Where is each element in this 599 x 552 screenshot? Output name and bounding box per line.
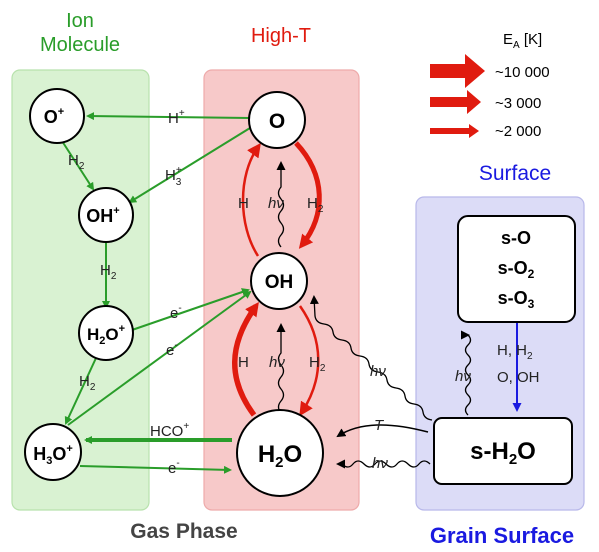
- label-hv-surface-h2o: hν: [372, 455, 388, 472]
- thermal-desorption-arrow: [336, 424, 429, 438]
- ion-molecule-panel: [11, 69, 150, 511]
- label-e-2: e-: [166, 340, 178, 359]
- label-hv-surface-oh: hν: [370, 363, 386, 380]
- node-o-label: O: [269, 110, 285, 133]
- legend-title: EA [K]: [503, 31, 542, 51]
- gas-phase-label: Gas Phase: [130, 520, 237, 543]
- s-o-label: s-O: [501, 228, 531, 248]
- label-t: T: [374, 417, 385, 434]
- label-e-3: e-: [168, 458, 180, 477]
- hv-wave-o: [276, 161, 286, 248]
- label-e-1: e-: [170, 303, 182, 322]
- legend-arrow-medium: [430, 90, 481, 114]
- legend-arrow-large: [430, 54, 485, 88]
- node-oh: [250, 252, 308, 310]
- node-o: [248, 91, 306, 149]
- hv-wave-surface-up: [464, 333, 477, 416]
- legend-item-1: ~10 000: [495, 64, 550, 81]
- oh-to-o-h-arrow: [241, 142, 261, 257]
- label-surface-reactants-1: H, H2: [497, 342, 533, 362]
- label-hv-oh: hν: [269, 354, 285, 371]
- label-h3-plus: H+3: [165, 165, 182, 188]
- oh-to-h2o-h2-arrow: [298, 305, 320, 417]
- node-h3o-plus-label: H3O+: [33, 443, 73, 467]
- node-h2o-label: H2O: [258, 441, 302, 471]
- legend-item-3: ~2 000: [495, 123, 541, 140]
- node-o-plus: [29, 88, 85, 144]
- ion-arrows: [61, 112, 252, 474]
- label-h-oh-o: H: [238, 195, 249, 212]
- s-o3-label: s-O3: [498, 288, 535, 311]
- legend-item-2: ~3 000: [495, 95, 541, 112]
- label-hv-surface-up: hν: [455, 368, 471, 385]
- s-o2-label: s-O2: [498, 258, 535, 281]
- o-to-oh-h2-arrow: [294, 141, 322, 249]
- ion-molecule-title-line1: Ion: [66, 10, 94, 32]
- node-s-h2o: [433, 417, 573, 485]
- node-oh-label: OH: [265, 272, 294, 293]
- node-oh-plus: [78, 187, 134, 243]
- surface-title: Surface: [479, 162, 551, 185]
- label-surface-reactants-2: O, OH: [497, 369, 540, 386]
- node-h2o-plus: [78, 305, 134, 361]
- hv-wave-oh: [276, 323, 286, 414]
- label-h-plus: H+: [168, 108, 185, 127]
- node-h3o-plus: [24, 423, 82, 481]
- high-t-title: High-T: [251, 25, 311, 47]
- hv-wave-surface-h2o: [336, 459, 431, 469]
- ion-molecule-title-line2: Molecule: [40, 34, 120, 56]
- legend-arrow-small: [430, 124, 479, 138]
- node-oh-plus-label: OH+: [86, 205, 119, 226]
- node-s-h2o-label: s-H2O: [470, 438, 536, 468]
- node-h2o: [236, 409, 324, 497]
- grain-surface-label: Grain Surface: [430, 523, 574, 548]
- h2o-to-oh-h-arrow: [232, 301, 259, 417]
- label-hv-o: hν: [268, 195, 284, 212]
- surface-species-box: [457, 215, 576, 323]
- hv-wave-surface-oh: [309, 295, 433, 421]
- label-h-h2o-oh: H: [238, 354, 249, 371]
- label-hco-plus: HCO+: [150, 421, 189, 440]
